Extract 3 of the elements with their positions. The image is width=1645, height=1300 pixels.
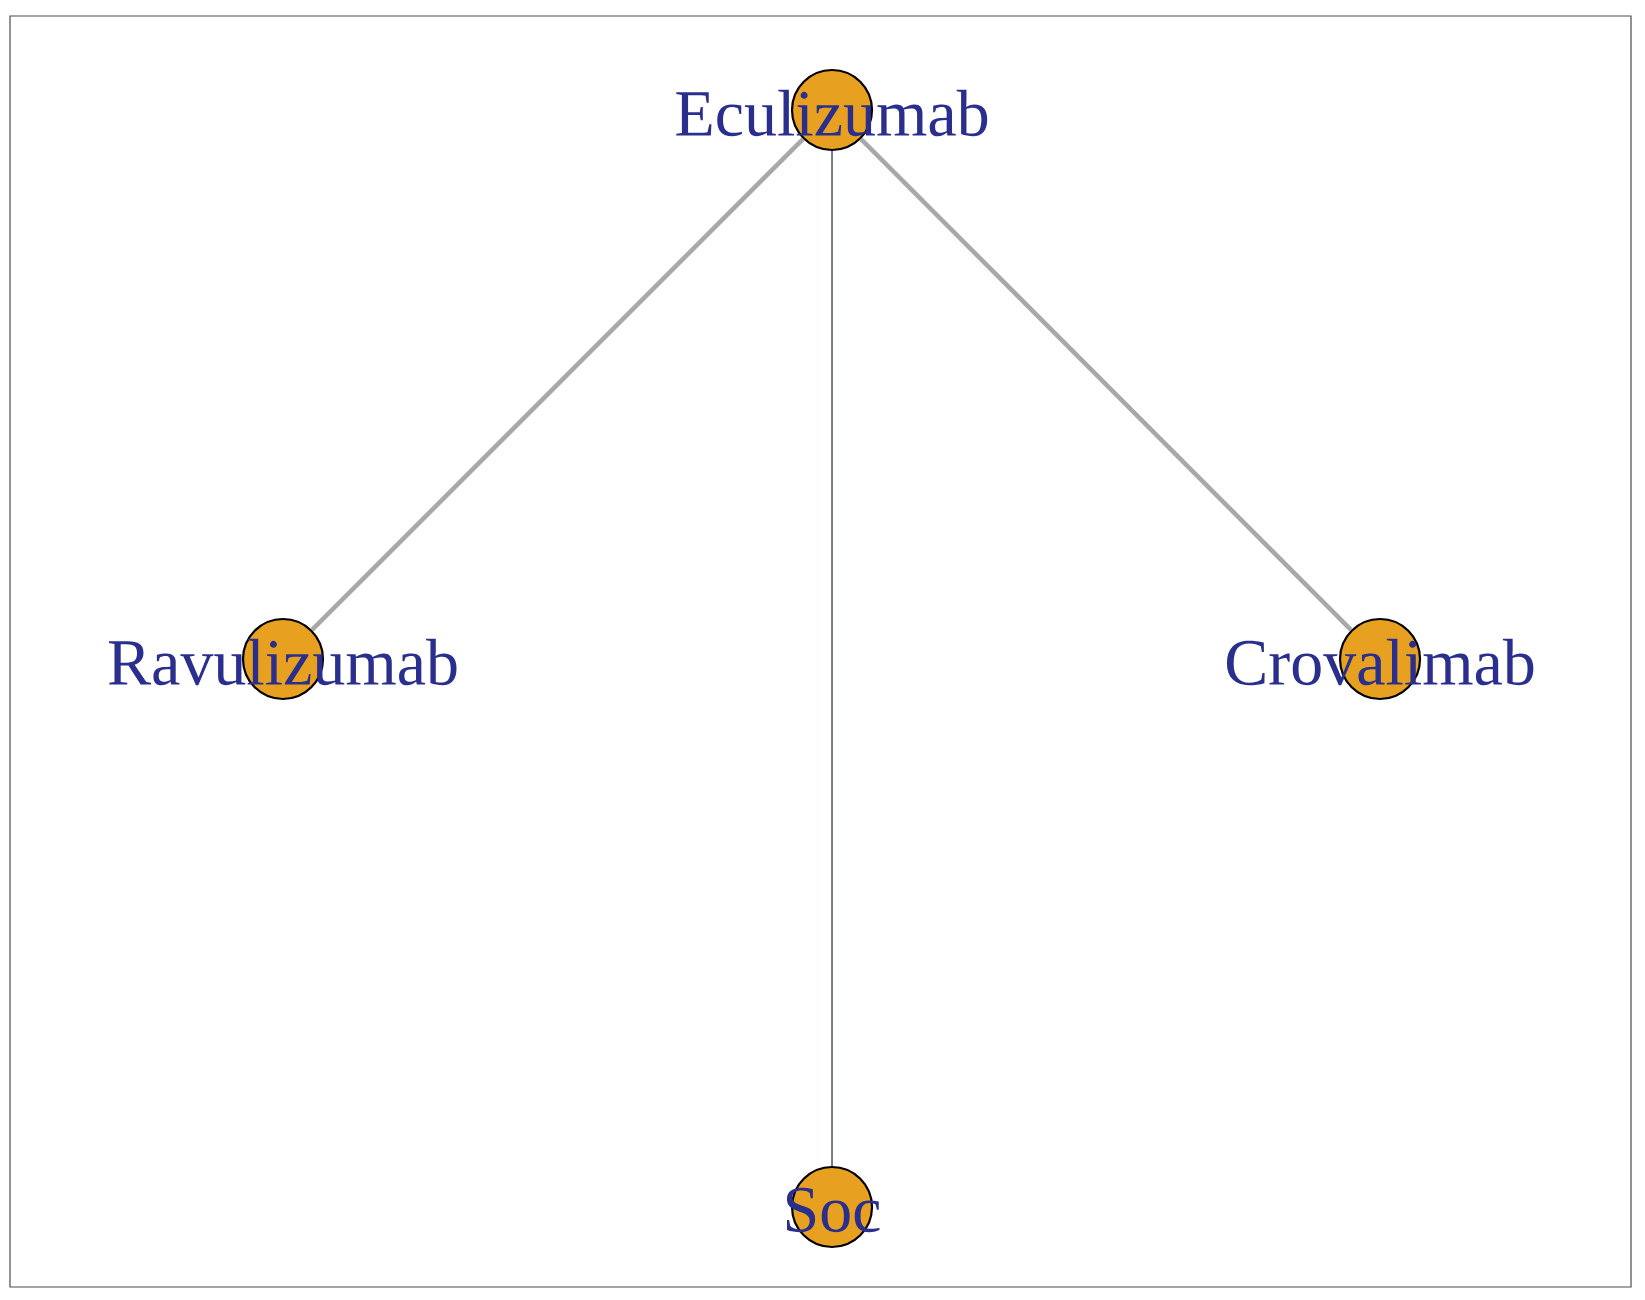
edge-line — [831, 150, 833, 1167]
edge-line — [310, 137, 805, 632]
edge-line — [859, 137, 1353, 632]
